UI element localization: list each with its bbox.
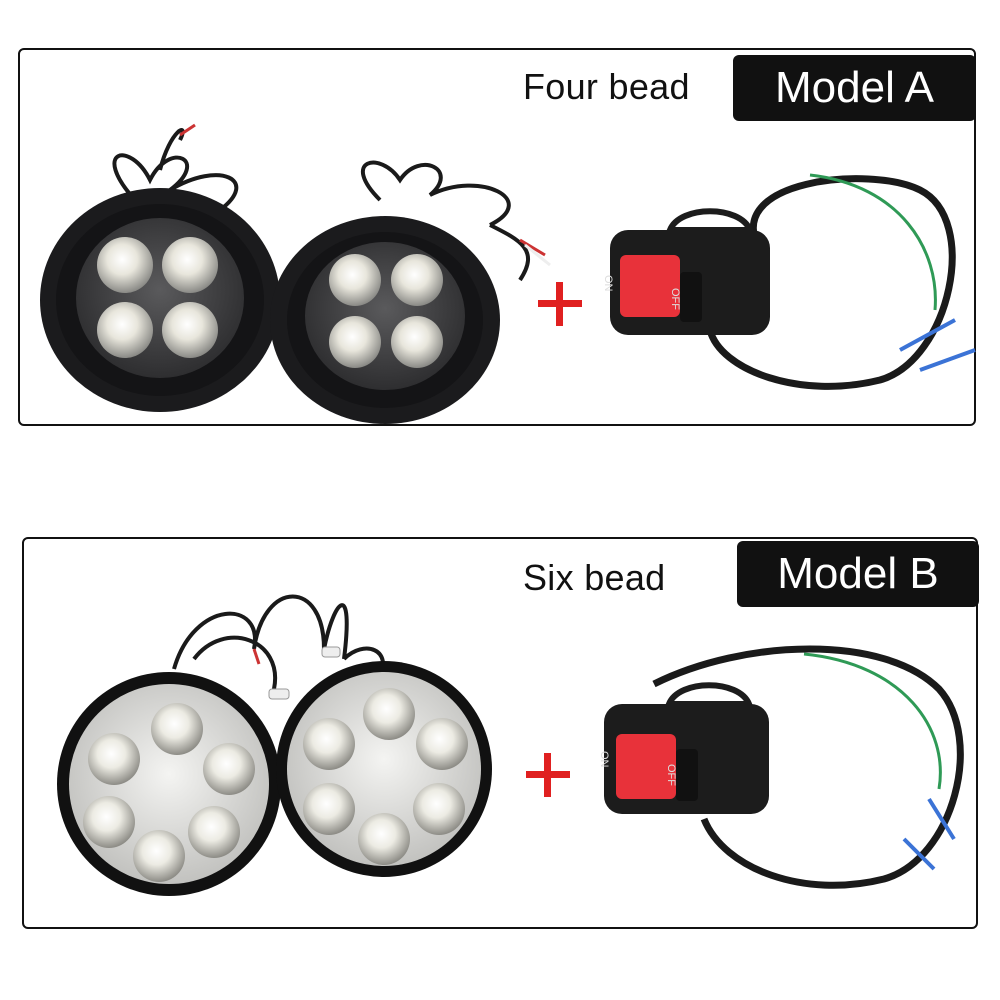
- product-panel-model-a: Four bead Model A: [18, 48, 976, 426]
- wire-tips: [179, 123, 551, 267]
- switch-off-label: OFF: [669, 288, 681, 310]
- handlebar-switch-icon: ON OFF: [598, 645, 964, 889]
- handlebar-switch-icon: ON OFF: [602, 173, 976, 390]
- product-illustration: ON OFF: [57, 594, 964, 896]
- led-lamp-icon: [57, 672, 281, 896]
- led-lamp-icon: [276, 661, 492, 877]
- variant-label: Six bead: [523, 557, 666, 598]
- product-illustration: ON OFF: [40, 123, 976, 424]
- model-badge: Model A: [733, 55, 976, 121]
- variant-label: Four bead: [523, 66, 690, 107]
- product-panel-model-b: Six bead Model B: [22, 537, 979, 929]
- lamp-wires: [112, 128, 531, 282]
- plus-icon: [526, 753, 570, 797]
- led-lamp-icon: [270, 216, 500, 424]
- led-lamp-icon: [40, 188, 280, 412]
- switch-off-label: OFF: [665, 764, 677, 786]
- switch-on-label: ON: [602, 275, 614, 292]
- model-badge: Model B: [737, 541, 979, 607]
- switch-on-label: ON: [598, 751, 610, 768]
- plus-icon: [538, 282, 582, 326]
